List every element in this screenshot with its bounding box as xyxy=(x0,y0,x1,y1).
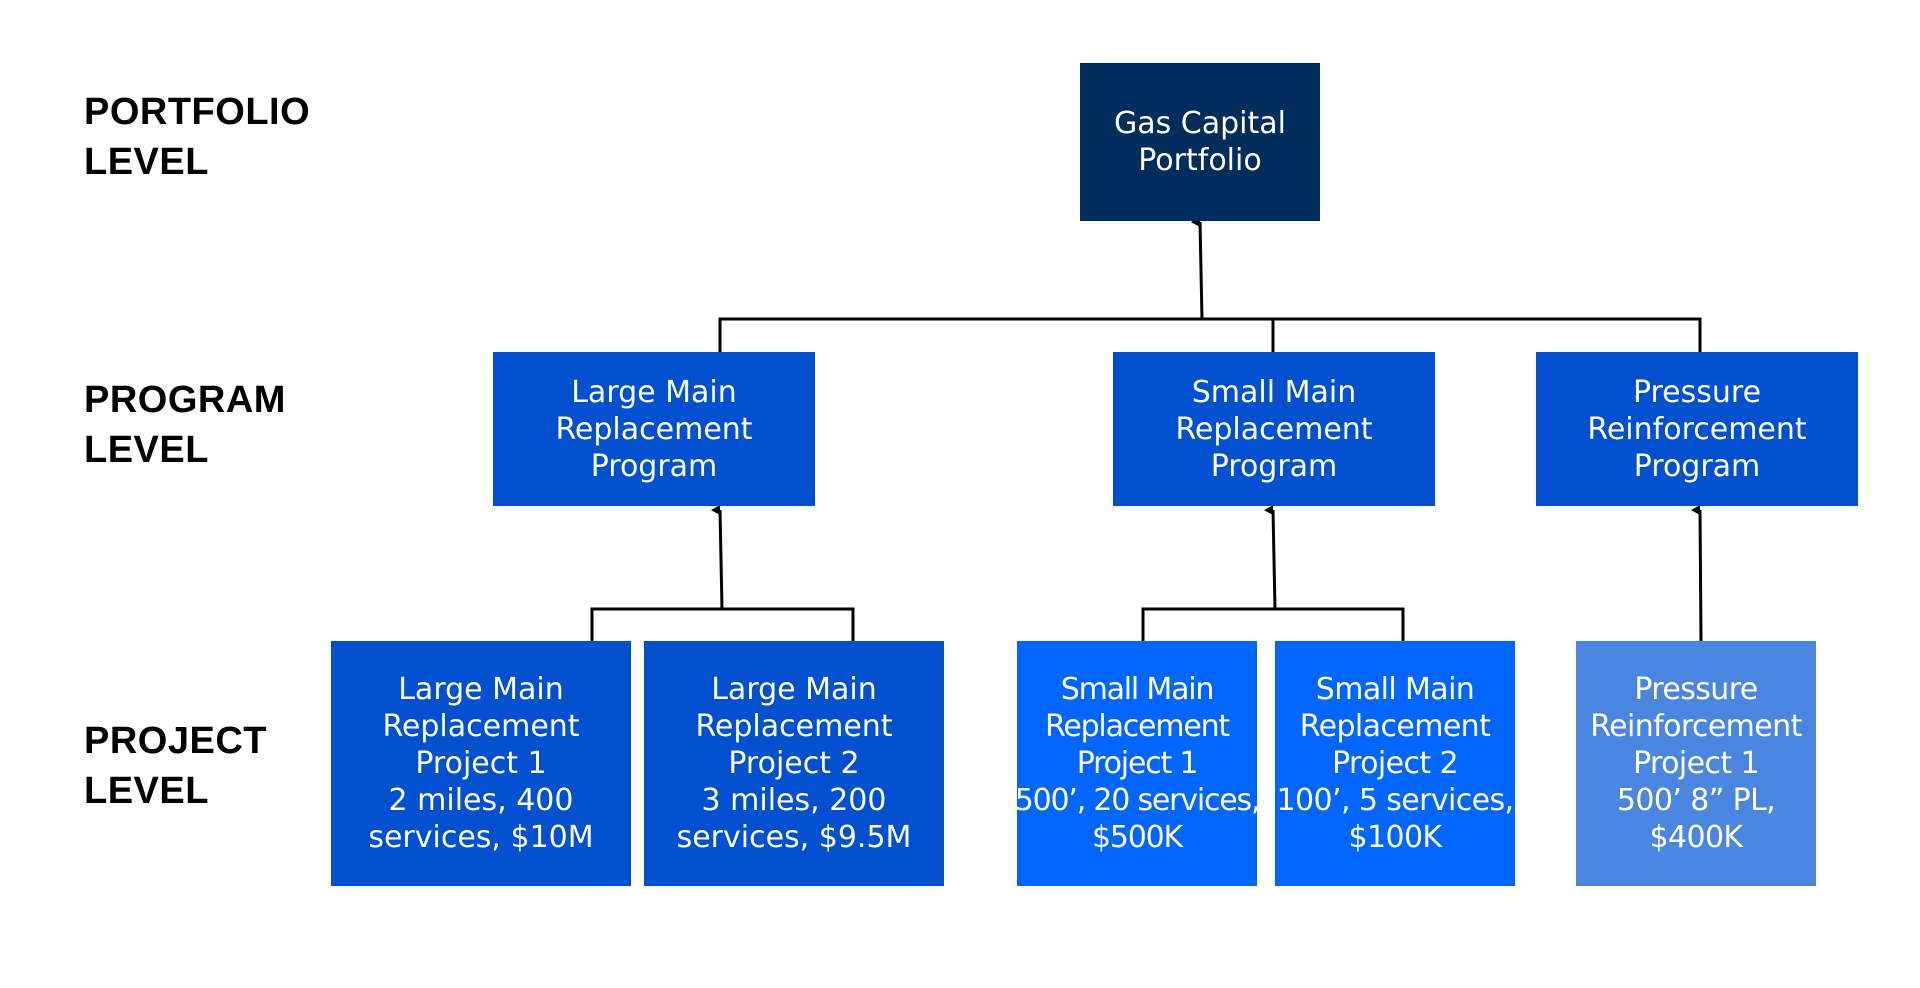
project-box-large-main-2-line-5: services, $9.5M xyxy=(676,820,912,855)
portfolio-level-label: PORTFOLIO LEVEL xyxy=(84,87,310,187)
project-level-label-line-1: PROJECT xyxy=(84,720,267,762)
project-box-large-main-1-line-3: Project 1 xyxy=(415,746,547,781)
connector-bus-to-portfolio xyxy=(1191,217,1204,320)
project-box-large-main-2-line-3: Project 2 xyxy=(728,746,860,781)
program-box-large-main-line-2: Replacement xyxy=(555,411,753,447)
project-box-small-main-2-line-3: Project 2 xyxy=(1332,746,1458,781)
project-level-label-line-2: LEVEL xyxy=(84,770,209,812)
connector-large-main-projects-to-program xyxy=(711,505,724,610)
portfolio-box-gas-capital: Gas Capital Portfolio xyxy=(1080,63,1320,221)
project-box-large-main-2-line-4: 3 miles, 200 xyxy=(701,783,887,818)
program-box-small-main: Small Main Replacement Program xyxy=(1113,352,1435,506)
project-box-small-main-1: Small Main Replacement Project 1 500’, 2… xyxy=(1014,641,1261,886)
project-box-small-main-2-line-1: Small Main xyxy=(1315,672,1475,707)
project-box-pressure-1-line-1: Pressure xyxy=(1634,672,1758,707)
program-level-label: PROGRAM LEVEL xyxy=(84,375,286,475)
project-box-small-main-2-line-2: Replacement xyxy=(1299,709,1491,744)
project-box-pressure-reinforcement-1: Pressure Reinforcement Project 1 500’ 8”… xyxy=(1576,641,1816,886)
program-level-label-line-2: LEVEL xyxy=(84,429,209,471)
program-box-pressure-line-1: Pressure xyxy=(1632,374,1762,410)
project-box-pressure-1-line-4: 500’ 8” PL, xyxy=(1616,783,1776,818)
connector-large-main-projects-bus xyxy=(590,607,855,641)
program-box-large-main-line-1: Large Main xyxy=(571,374,737,410)
program-box-small-main-line-1: Small Main xyxy=(1191,374,1357,410)
program-box-small-main-line-3: Program xyxy=(1210,448,1338,484)
project-box-small-main-2: Small Main Replacement Project 2 100’, 5… xyxy=(1275,641,1515,886)
project-box-small-main-2-line-5: $100K xyxy=(1348,820,1442,855)
connector-programs-bus xyxy=(718,317,1702,352)
project-box-pressure-1-line-5: $400K xyxy=(1649,820,1743,855)
project-box-small-main-1-line-5: $500K xyxy=(1091,820,1183,855)
project-box-small-main-1-line-2: Replacement xyxy=(1045,709,1230,744)
project-box-large-main-1-line-5: services, $10M xyxy=(368,820,594,855)
portfolio-box-line-1: Gas Capital xyxy=(1114,106,1286,141)
portfolio-level-label-line-2: LEVEL xyxy=(84,141,209,183)
connector-small-main-projects-bus xyxy=(1141,607,1405,641)
project-box-large-main-1-line-4: 2 miles, 400 xyxy=(388,783,574,818)
project-box-pressure-1-line-2: Reinforcement xyxy=(1590,709,1802,744)
project-box-large-main-1-line-2: Replacement xyxy=(382,709,580,744)
project-box-large-main-1-line-1: Large Main xyxy=(398,672,564,707)
project-box-small-main-2-line-4: 100’, 5 services, xyxy=(1276,783,1515,818)
program-box-pressure-line-2: Reinforcement xyxy=(1587,411,1807,447)
project-box-small-main-1-line-3: Project 1 xyxy=(1076,746,1199,781)
project-box-pressure-1-line-3: Project 1 xyxy=(1633,746,1759,781)
project-box-small-main-1-line-1: Small Main xyxy=(1060,672,1215,707)
project-level-label: PROJECT LEVEL xyxy=(84,716,267,816)
project-box-large-main-2-line-1: Large Main xyxy=(711,672,877,707)
connector-small-main-projects-to-program xyxy=(1264,505,1277,610)
program-box-pressure-reinforcement: Pressure Reinforcement Program xyxy=(1536,352,1858,506)
program-box-large-main-line-3: Program xyxy=(590,448,718,484)
program-box-pressure-line-3: Program xyxy=(1633,448,1761,484)
project-box-large-main-2-line-2: Replacement xyxy=(695,709,893,744)
portfolio-level-label-line-1: PORTFOLIO xyxy=(84,91,311,133)
program-box-small-main-line-2: Replacement xyxy=(1175,411,1373,447)
portfolio-box-line-2: Portfolio xyxy=(1138,143,1262,178)
project-box-large-main-1: Large Main Replacement Project 1 2 miles… xyxy=(331,641,631,886)
connector-pressure-project-to-program xyxy=(1691,505,1703,642)
program-level-label-line-1: PROGRAM xyxy=(84,379,286,421)
project-box-small-main-1-line-4: 500’, 20 services, xyxy=(1014,783,1261,818)
program-box-large-main: Large Main Replacement Program xyxy=(493,352,815,506)
project-box-large-main-2: Large Main Replacement Project 2 3 miles… xyxy=(644,641,944,886)
